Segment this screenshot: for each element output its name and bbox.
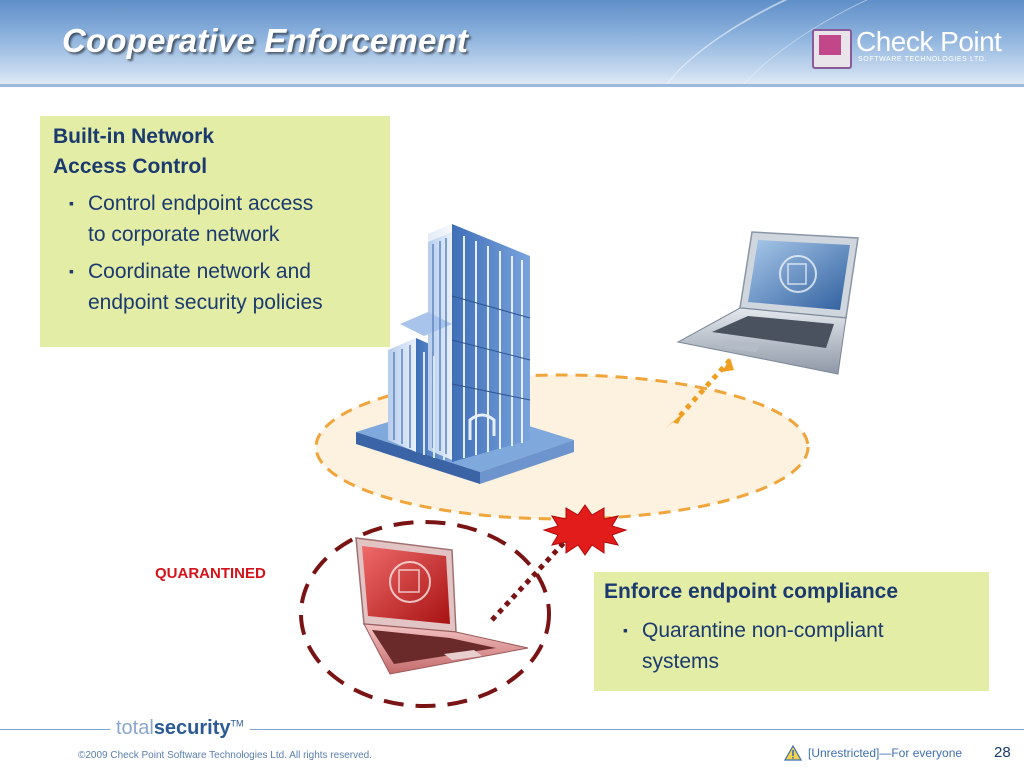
totalsecurity-brand: totalsecurityTM	[110, 717, 250, 740]
enforce-heading: Enforce endpoint compliance	[604, 580, 899, 603]
slide-header: Cooperative Enforcement Check Point SOFT…	[0, 0, 1024, 84]
laptop-blue-icon	[676, 231, 859, 375]
slide-title: Cooperative Enforcement	[62, 22, 469, 59]
bullet-line: endpoint security policies	[88, 291, 323, 314]
arrowhead-icon	[666, 412, 684, 428]
brand-prefix: total	[116, 717, 154, 739]
logo-name: Check Point	[856, 26, 1002, 57]
bullet-line: Quarantine non-compliant	[642, 619, 884, 642]
bullet-square-icon: ▪	[623, 622, 628, 638]
connection-line-blocked	[490, 532, 574, 622]
enforce-bullet-1: ▪ Quarantine non-compliant systems	[623, 615, 884, 677]
bullet-line: Control endpoint access	[88, 192, 314, 215]
nac-heading-line: Access Control	[53, 155, 208, 178]
header-divider	[0, 84, 1024, 87]
logo-subtitle: SOFTWARE TECHNOLOGIES LTD.	[858, 56, 988, 63]
nac-heading-line: Built-in Network	[53, 125, 214, 148]
connection-line-allowed	[676, 358, 732, 420]
bullet-square-icon: ▪	[69, 195, 74, 211]
bullet-square-icon: ▪	[69, 263, 74, 279]
bullet-line: Coordinate network and	[88, 260, 311, 283]
bullet-line: to corporate network	[88, 223, 280, 246]
brand-tm: TM	[230, 718, 244, 729]
nac-heading: Built-in Network Access Control	[53, 122, 373, 182]
warning-triangle-icon	[784, 745, 802, 761]
classification-label: [Unrestricted]—For everyone	[808, 746, 963, 760]
quarantined-label: QUARANTINED	[155, 565, 266, 582]
laptop-red-icon	[355, 537, 529, 675]
bullet-line: systems	[642, 650, 720, 673]
brand-bold: security	[153, 717, 231, 739]
page-number: 28	[994, 744, 1011, 761]
copyright-notice: ©2009 Check Point Software Technologies …	[78, 750, 373, 761]
enforce-text-box: Enforce endpoint compliance ▪ Quarantine…	[594, 572, 989, 691]
nac-bullet-1: ▪ Control endpoint access to corporate n…	[69, 188, 314, 250]
arrowhead-icon	[722, 358, 734, 372]
nac-bullet-2: ▪ Coordinate network and endpoint securi…	[69, 256, 323, 318]
footer-divider	[0, 729, 1024, 730]
corporate-building-icon	[356, 224, 574, 484]
nac-text-box: Built-in Network Access Control ▪ Contro…	[40, 116, 390, 347]
alert-burst-icon	[542, 504, 628, 556]
quarantine-ring	[299, 520, 551, 708]
logo-mark	[819, 35, 841, 55]
check-point-logo-icon	[812, 29, 852, 69]
